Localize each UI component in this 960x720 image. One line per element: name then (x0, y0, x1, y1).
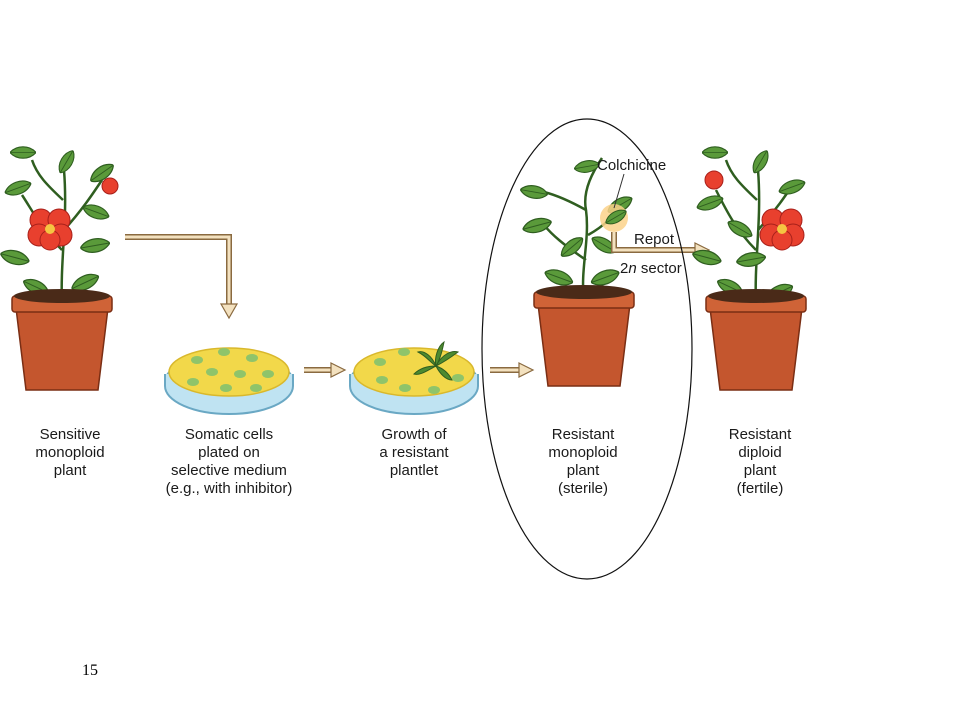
caption-line: diploid (738, 444, 782, 461)
colchicine-treated-bud (600, 204, 630, 232)
caption-line: plated on (198, 444, 260, 461)
sector-label: 2n sector (620, 260, 682, 277)
arrow-plant-to-dish (125, 234, 239, 320)
caption-resistant-diploid: Resistant diploid plant (fertile) (705, 426, 815, 498)
page-number: 15 (82, 662, 98, 679)
caption-line: monoploid (548, 444, 618, 461)
sensitive-monoploid-plant (0, 146, 119, 391)
caption-line: plant (566, 462, 600, 479)
caption-line: plant (53, 462, 87, 479)
caption-line: Resistant (551, 426, 615, 443)
caption-resistant-monoploid: Resistant monoploid plant (sterile) (528, 426, 638, 498)
caption-line: monoploid (35, 444, 105, 461)
sector-suffix: sector (636, 260, 682, 277)
petri-dish-plantlet (349, 340, 479, 415)
caption-line: (e.g., with inhibitor) (165, 480, 293, 497)
caption-line: Growth of (381, 426, 447, 443)
arrow-dish-to-dish (304, 362, 347, 378)
caption-line: plantlet (389, 462, 439, 479)
sector-italic: n (628, 260, 637, 277)
caption-line: (fertile) (736, 480, 784, 497)
repot-label: Repot (634, 231, 675, 248)
caption-line: selective medium (171, 462, 287, 479)
caption-sensitive-monoploid: Sensitive monoploid plant (15, 426, 125, 480)
colchicine-label: Colchicine (597, 157, 667, 174)
caption-line: plant (743, 462, 777, 479)
caption-line: Somatic cells (184, 426, 274, 443)
caption-growth-plantlet: Growth of a resistant plantlet (354, 426, 474, 480)
caption-somatic-cells: Somatic cells plated on selective medium… (144, 426, 314, 498)
resistant-diploid-plant (690, 146, 808, 391)
plantlet (413, 340, 460, 381)
resistant-monoploid-plant (518, 157, 636, 387)
arrow-dish-to-plant (490, 362, 535, 378)
sector-prefix: 2 (620, 260, 629, 277)
caption-line: (sterile) (557, 480, 608, 497)
caption-line: Sensitive (39, 426, 101, 443)
caption-line: Resistant (728, 426, 792, 443)
petri-dish-somatic-cells (164, 347, 294, 415)
highlight-ellipse (481, 118, 693, 580)
caption-line: a resistant (379, 444, 449, 461)
colchicine-pointer (613, 173, 625, 209)
